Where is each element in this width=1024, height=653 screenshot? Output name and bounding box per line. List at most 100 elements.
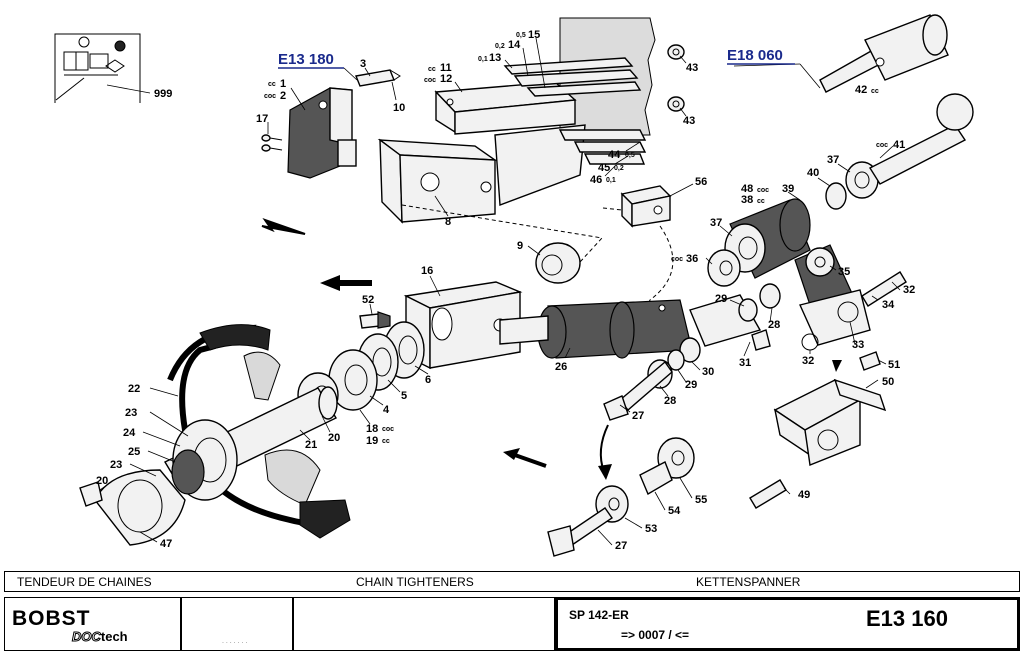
chain-22: [167, 324, 351, 539]
shaft-41: [869, 93, 974, 185]
part-label: 37: [827, 154, 839, 166]
part-label: cc: [428, 66, 436, 73]
part-label: 43: [683, 115, 695, 127]
screw-49: [749, 479, 787, 509]
part-label: 36: [686, 253, 698, 265]
washers-28-29-upper: [738, 283, 781, 351]
part-label: 20: [328, 432, 340, 444]
title-english: CHAIN TIGHTENERS: [356, 575, 474, 589]
part-label: 35: [838, 266, 850, 278]
ring-9: [535, 242, 581, 284]
bracket-1-2: [287, 87, 357, 179]
part-label: cc: [871, 88, 879, 95]
part-label: 39: [782, 183, 794, 195]
part-label: 54: [668, 505, 681, 517]
part-label: 50: [882, 376, 894, 388]
part-label: 0,1: [478, 56, 488, 63]
part-label: 11: [440, 62, 452, 74]
part-label: 49: [798, 489, 810, 501]
part-label: coc: [424, 77, 436, 84]
part-label: coc: [876, 142, 888, 149]
leader-lines: [99, 37, 901, 546]
part-label: 27: [615, 540, 627, 552]
pin-3: [355, 69, 401, 87]
screw-27-upper: [603, 360, 673, 421]
part-label: 21: [305, 439, 317, 451]
part-label: 20: [96, 475, 108, 487]
spacer-54: [639, 461, 673, 496]
part-label: coc: [382, 426, 394, 433]
logo-cell: BOBST DOCtech: [4, 597, 181, 651]
nut-43-upper: [667, 44, 685, 60]
bracket-50: [773, 378, 887, 466]
washer-40: [825, 182, 847, 210]
housing-16: [403, 281, 523, 370]
doctech-doc: DOC: [72, 629, 102, 645]
blank-cell-2: [293, 597, 555, 651]
washer-35: [805, 247, 835, 277]
part-label: 16: [421, 265, 433, 277]
hub-47: [79, 469, 186, 546]
screw-52: [359, 311, 391, 329]
exploded-parts-diagram: E13 180 E18 060 999 1 2 cc coc 3 10 17 1…: [54, 14, 974, 557]
faint-dots: . . . . . . .: [222, 638, 248, 645]
part-label: 31: [739, 357, 751, 369]
shims-44-45-46: [558, 129, 647, 165]
part-label: 51: [888, 359, 900, 371]
part-label: 0,2: [495, 43, 505, 50]
part-label: 3: [360, 58, 366, 70]
part-label: 43: [686, 62, 698, 74]
block-8: [377, 138, 498, 224]
part-label: 40: [807, 167, 819, 179]
part-label: 0,5: [625, 152, 635, 159]
part-label: 52: [362, 294, 374, 306]
bearing-25: [171, 449, 205, 495]
nut-43-lower: [667, 96, 685, 112]
screw-27-lower: [547, 507, 613, 557]
part-label: 38: [741, 194, 753, 206]
part-label: 9: [517, 240, 523, 252]
part-label: coc: [671, 256, 683, 263]
part-label: 4: [383, 404, 390, 416]
version-range: => 0007 / <=: [621, 628, 690, 642]
title-block: BOBST DOCtech . . . . . . . SP 142-ER =>…: [4, 597, 1020, 651]
part-label: coc: [757, 187, 769, 194]
part-label: 15: [528, 29, 540, 41]
part-label: 0,2: [614, 165, 624, 172]
title-french: TENDEUR DE CHAINES: [17, 575, 152, 589]
part-label: 37: [710, 217, 722, 229]
part-label: 25: [128, 446, 140, 458]
title-german: KETTENSPANNER: [696, 575, 801, 589]
part-label: 19: [366, 435, 378, 447]
part-label: 46: [590, 174, 602, 186]
machine-model: SP 142-ER: [569, 608, 629, 622]
drawing-number: E13 160: [866, 606, 948, 631]
part-label: 45: [598, 162, 610, 174]
part-label: 5: [401, 390, 407, 402]
ref-e18-060[interactable]: E18 060: [727, 47, 783, 64]
screws-17: [261, 134, 283, 152]
part-label: 30: [702, 366, 714, 378]
part-label: 44: [608, 149, 621, 161]
slide-block-11-12: [434, 81, 586, 206]
part-label: 28: [768, 319, 780, 331]
part-label: 48: [741, 183, 753, 195]
part-label: 26: [555, 361, 567, 373]
washer-36: [707, 249, 741, 287]
part-label: cc: [268, 81, 276, 88]
part-label: 17: [256, 113, 268, 125]
part-label: coc: [264, 93, 276, 100]
part-label: 999: [154, 88, 172, 100]
part-label: 6: [425, 374, 431, 386]
part-label: 22: [128, 383, 140, 395]
part-label: 41: [893, 139, 905, 151]
arrow-left-lower: [503, 448, 520, 460]
cylinder-26: [499, 299, 693, 359]
ref-e13-180[interactable]: E13 180: [278, 51, 334, 68]
part-label: 8: [445, 216, 451, 228]
part-label: 29: [715, 293, 727, 305]
part-label: 2: [280, 90, 286, 102]
pneumatic-symbol-inset: [54, 33, 141, 103]
part-label: 23: [110, 459, 122, 471]
part-label: 42: [855, 84, 867, 96]
